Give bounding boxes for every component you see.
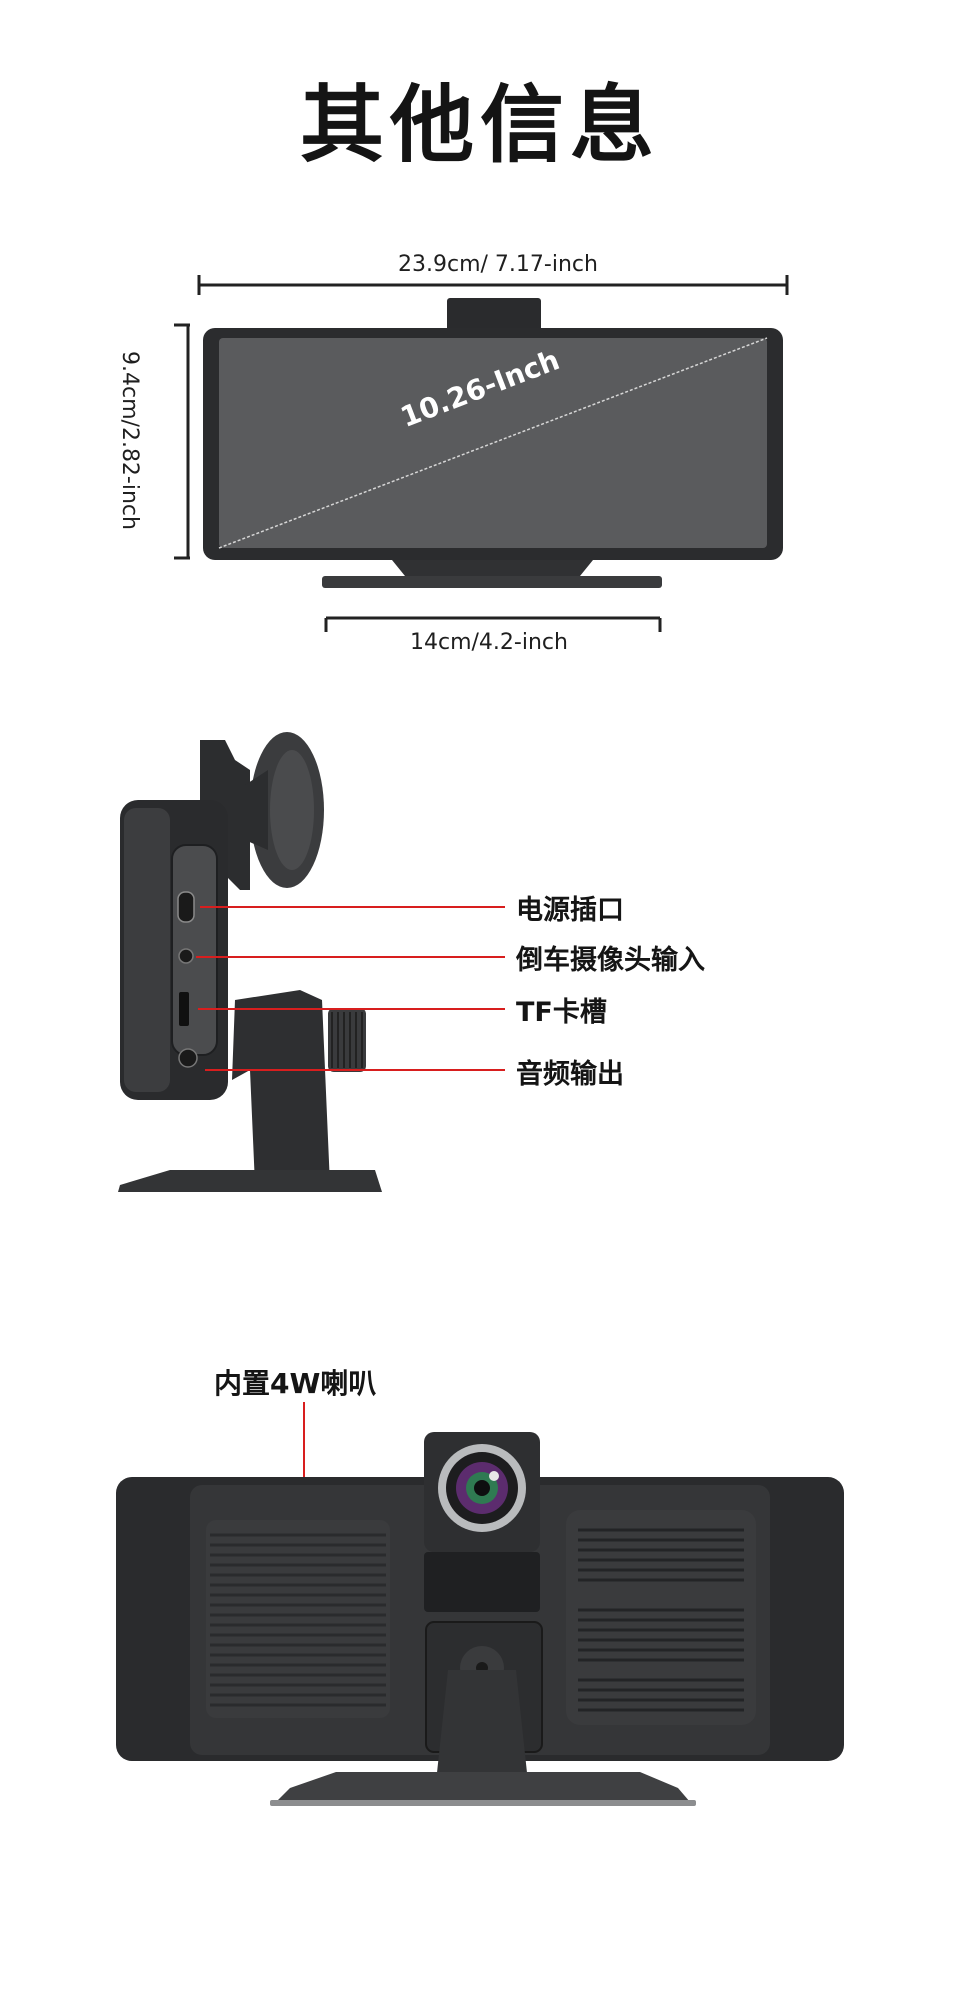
- right-speaker-grille: [566, 1510, 756, 1725]
- side-knob: [328, 1008, 366, 1072]
- width-label: 23.9cm/ 7.17-inch: [398, 252, 598, 277]
- side-stand-column: [232, 990, 330, 1185]
- page-title: 其他信息: [299, 76, 660, 174]
- back-view-diagram: [116, 1402, 844, 1806]
- aux-port: [178, 1048, 198, 1068]
- side-view-diagram: [118, 732, 505, 1192]
- height-label: 9.4cm/2.82-inch: [116, 351, 142, 530]
- base-label: 14cm/4.2-inch: [410, 630, 568, 655]
- type-c-port: [177, 891, 195, 923]
- back-base-plate: [276, 1772, 690, 1802]
- front-camera-bump: [447, 298, 541, 332]
- port-panel: [171, 844, 218, 1056]
- diagonal-line: [218, 337, 768, 549]
- callout-power-port: 电源插口: [516, 895, 624, 926]
- width-dimension-line: [197, 275, 789, 295]
- base-dimension-line: [324, 616, 662, 632]
- av-in-port: [178, 948, 194, 964]
- left-speaker-grille: [206, 1520, 390, 1718]
- speaker-label: 内置4W喇叭: [214, 1367, 377, 1400]
- front-view-diagram: [174, 275, 789, 632]
- callout-tf-slot: TF卡槽: [516, 997, 607, 1028]
- tf-slot: [179, 992, 189, 1026]
- camera-mount-block: [424, 1552, 540, 1612]
- front-stand-base: [322, 576, 662, 588]
- front-stand-neck: [392, 560, 593, 576]
- callout-reverse-camera-input: 倒车摄像头输入: [516, 945, 705, 976]
- back-stand-column: [436, 1670, 528, 1782]
- side-base-plate: [118, 1170, 382, 1192]
- callout-audio-output: 音频输出: [516, 1059, 624, 1090]
- callout-lines: [196, 906, 505, 1071]
- height-dimension-line: [174, 323, 190, 560]
